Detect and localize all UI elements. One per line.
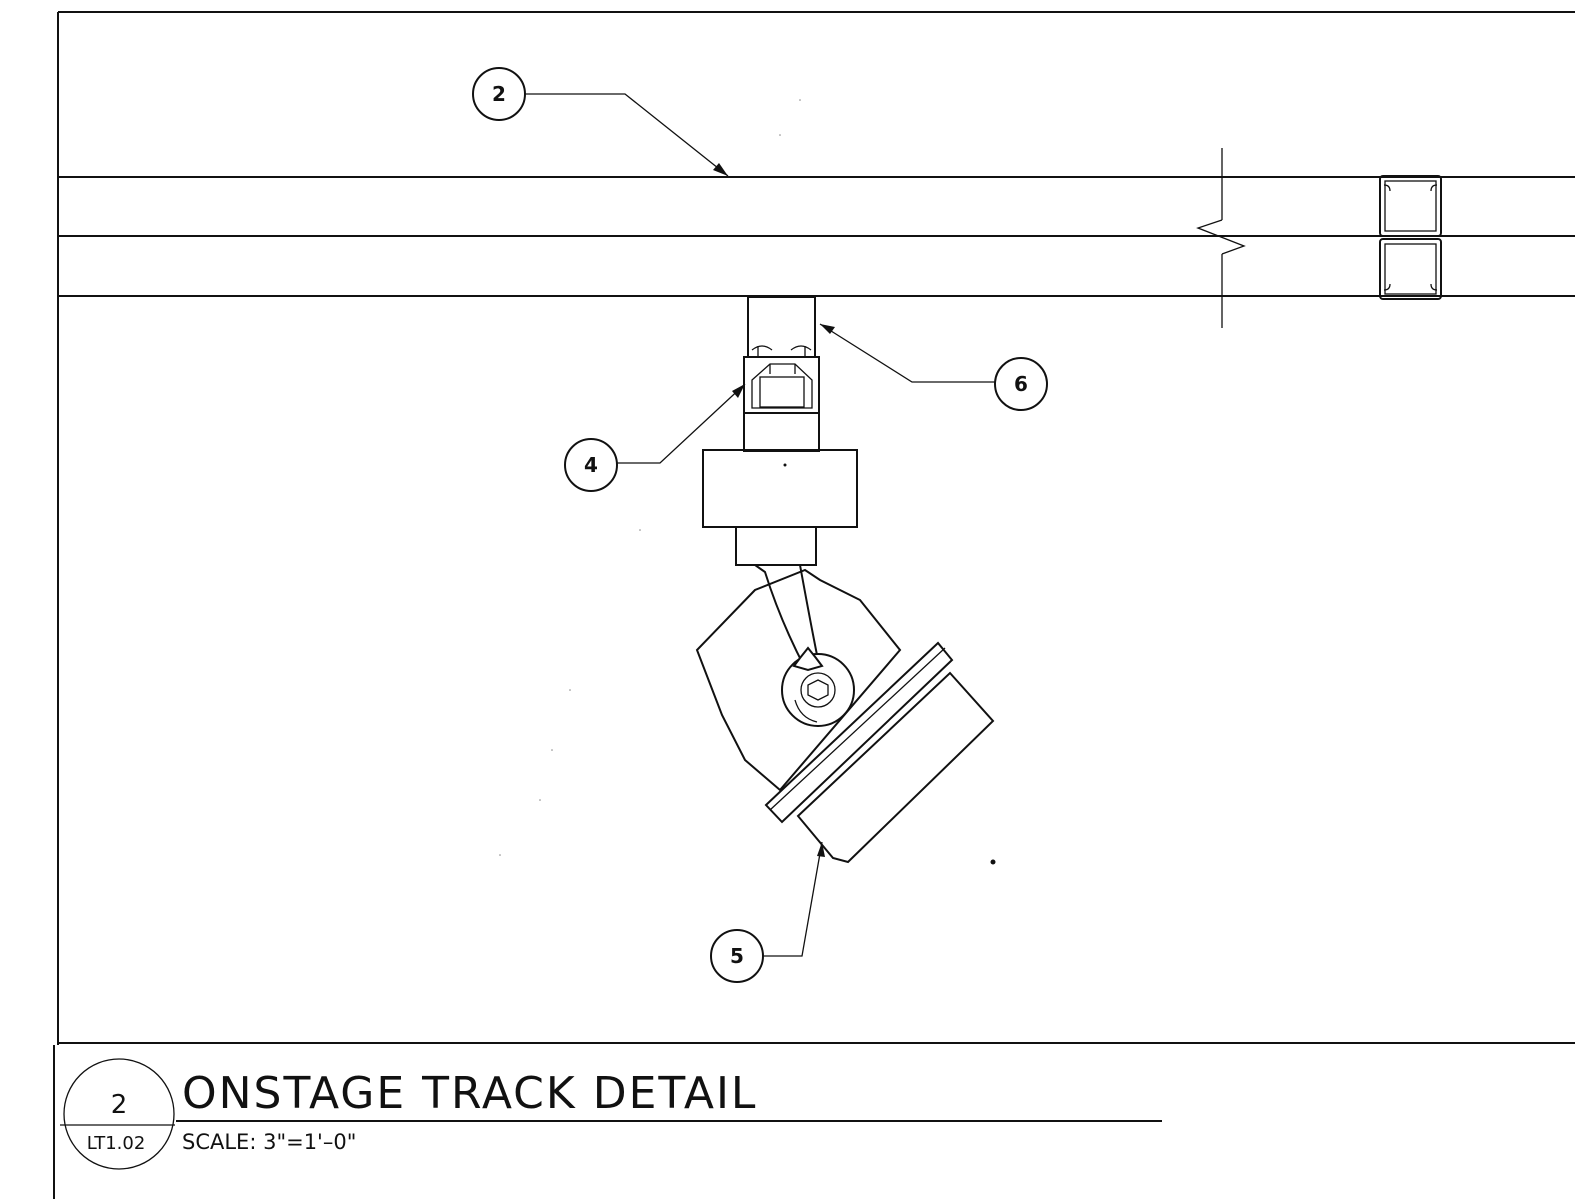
callout-6-label: 6 <box>1014 372 1028 396</box>
pivot-knob <box>781 646 855 727</box>
drawing-specks <box>499 99 996 865</box>
sheet-border <box>53 11 1575 1199</box>
sheet-reference: LT1.02 <box>87 1133 146 1154</box>
callout-4[interactable]: 4 <box>564 438 618 492</box>
fixture-stem <box>743 412 820 452</box>
detail-number: 2 <box>111 1090 128 1120</box>
callout-6[interactable]: 6 <box>994 357 1048 411</box>
leader-callout-2 <box>525 93 729 177</box>
yoke-body <box>695 568 902 792</box>
track-adapter <box>743 356 820 414</box>
callout-5-label: 5 <box>730 944 744 968</box>
fixture-lens-barrel <box>764 641 995 864</box>
callout-4-label: 4 <box>584 453 598 477</box>
callout-5[interactable]: 5 <box>710 929 764 983</box>
fixture-lower-stem <box>735 526 817 566</box>
break-line-symbol <box>1196 148 1246 328</box>
detail-tag: 2 LT1.02 <box>60 1058 175 1170</box>
track-strut-section <box>747 296 816 358</box>
fixture-housing <box>702 449 858 528</box>
callout-2[interactable]: 2 <box>472 67 526 121</box>
leader-callout-6 <box>819 323 997 383</box>
scale-label: SCALE: 3"=1'–0" <box>182 1130 356 1154</box>
leader-callout-4 <box>616 383 746 464</box>
detail-title: ONSTAGE TRACK DETAIL <box>182 1068 757 1119</box>
ceiling-track <box>58 176 1575 297</box>
callout-2-label: 2 <box>492 82 506 106</box>
leader-callout-5 <box>763 841 825 957</box>
strut-channel-section <box>1379 175 1442 300</box>
